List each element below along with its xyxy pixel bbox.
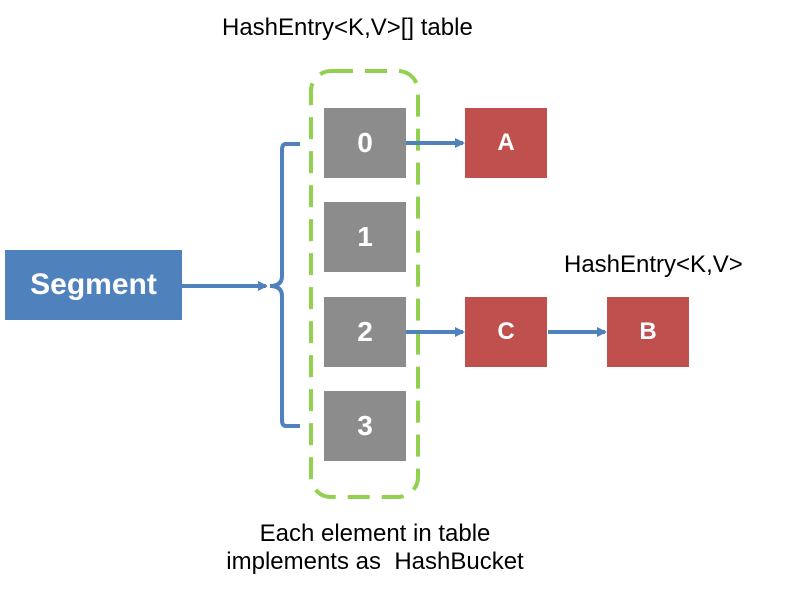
caption-line-1: Each element in table — [259, 520, 491, 547]
segment-box: Segment — [5, 250, 182, 320]
table-slot-3: 3 — [324, 391, 406, 461]
caption-line-2: implements as HashBucket — [226, 548, 524, 575]
table-bracket — [269, 142, 300, 428]
table-outline — [309, 69, 420, 499]
hash-entry-a: A — [465, 108, 547, 178]
hash-entry-label: A — [497, 129, 515, 156]
hash-entry-b: B — [607, 297, 689, 367]
hash-entry-c: C — [465, 297, 547, 367]
segment-label: Segment — [30, 268, 157, 301]
table-slot-label: 1 — [357, 221, 373, 252]
table-slot-label: 3 — [357, 410, 373, 441]
table-slot-0: 0 — [324, 108, 406, 178]
table-title: HashEntry<K,V>[] table — [222, 14, 473, 41]
hash-entry-label: B — [639, 318, 657, 345]
table-slot-2: 2 — [324, 297, 406, 367]
table-slot-1: 1 — [324, 202, 406, 272]
hash-entry-label: C — [497, 318, 515, 345]
entry-type-label: HashEntry<K,V> — [564, 251, 743, 278]
table-slot-label: 0 — [357, 127, 373, 158]
table-caption: Each element in table implements as Hash… — [170, 520, 580, 576]
table-slot-label: 2 — [357, 316, 373, 347]
